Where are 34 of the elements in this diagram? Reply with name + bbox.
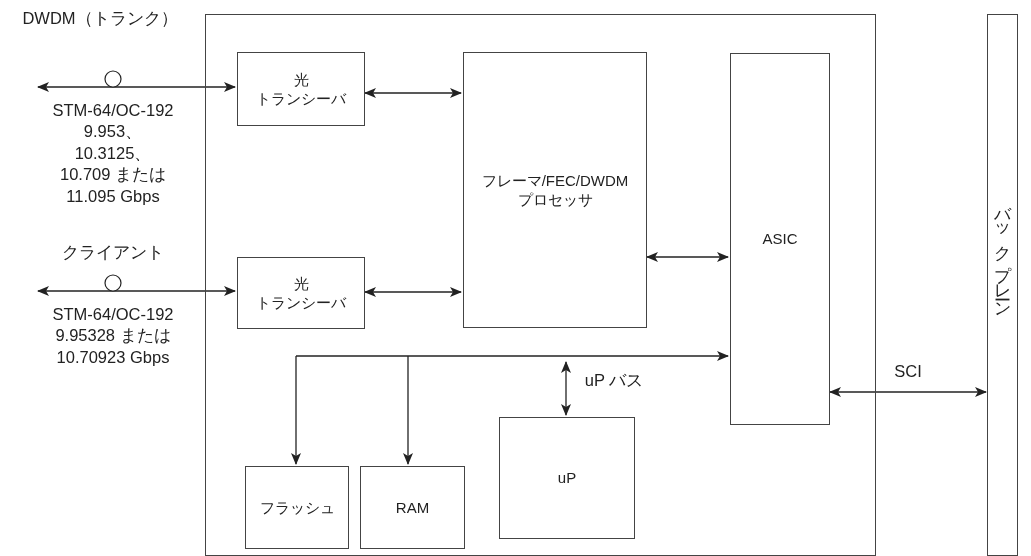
arrow xyxy=(403,355,413,465)
arrow xyxy=(646,252,729,262)
component-box xyxy=(360,466,465,549)
arrow xyxy=(364,88,462,98)
box-label: フラッシュ xyxy=(259,497,335,518)
box-label: RAM xyxy=(395,497,430,518)
arrow xyxy=(291,355,301,465)
box-label: プロセッサ xyxy=(517,190,593,210)
arrow xyxy=(829,387,987,397)
backplane-bar xyxy=(987,14,1018,556)
arrow xyxy=(561,361,571,416)
component-box xyxy=(237,257,365,329)
signal-label: STM-64/OC-192 9.953、 10.3125、 10.709 または 11.095 Gbps xyxy=(52,100,174,207)
box-label: ASIC xyxy=(762,229,798,249)
box-label: 光 xyxy=(293,273,309,293)
box-label: 光 xyxy=(293,69,309,89)
box-label: uP xyxy=(557,468,577,488)
component-box xyxy=(237,52,365,126)
signal-label: STM-64/OC-192 9.95328 または 10.70923 Gbps xyxy=(52,304,174,368)
arrow xyxy=(37,82,236,92)
box-label: バックプレーン xyxy=(994,195,1011,310)
arrow xyxy=(37,286,236,296)
component-box xyxy=(730,53,830,425)
arrow xyxy=(364,287,462,297)
signal-label: クライアント xyxy=(62,242,164,263)
box-label: フレーマ/FEC/DWDM xyxy=(481,170,629,190)
bus-line xyxy=(295,351,729,361)
component-box xyxy=(463,52,647,328)
box-label: トランシーバ xyxy=(256,293,346,313)
component-box xyxy=(245,466,349,549)
signal-label: DWDM（トランク） xyxy=(22,8,178,29)
box-label: トランシーバ xyxy=(256,89,346,109)
board-outline xyxy=(205,14,876,556)
component-box xyxy=(499,417,635,539)
